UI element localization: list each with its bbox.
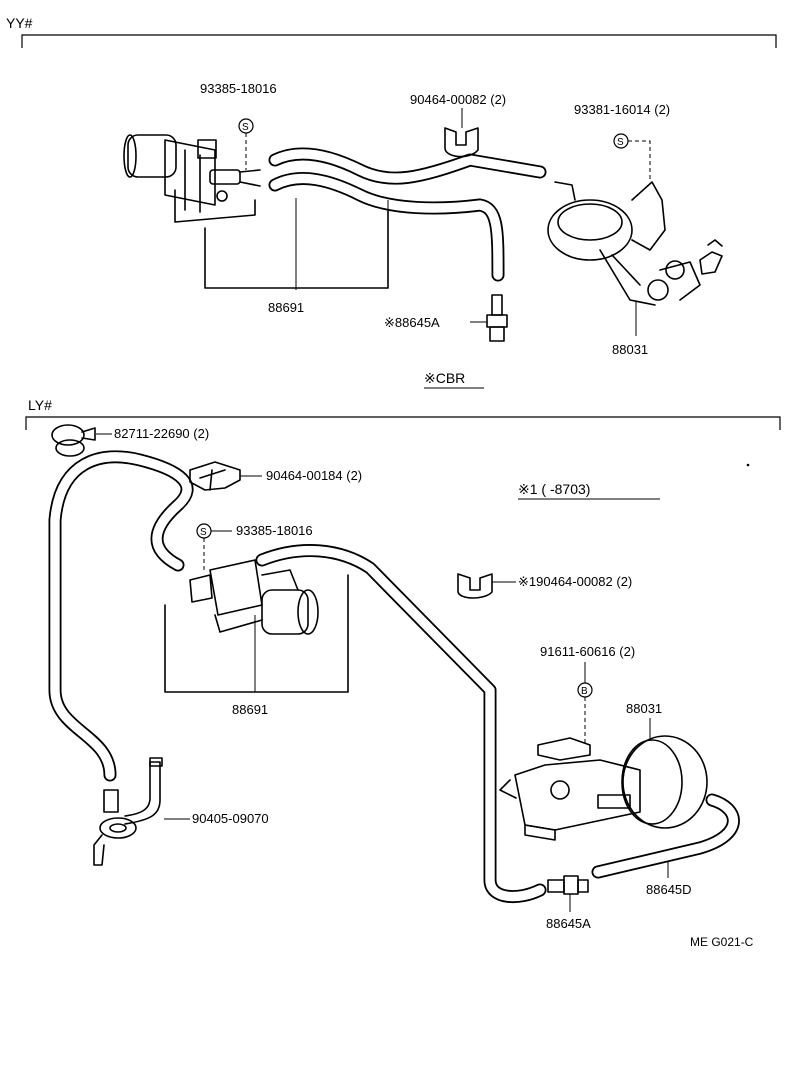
label-91611-60616: 91611-60616 (2)	[540, 644, 635, 659]
label-90405-09070: 90405-09070	[192, 811, 269, 826]
label-top-90464-00082: 90464-00082 (2)	[410, 92, 506, 107]
svg-text:S: S	[617, 137, 624, 148]
hose-clamp-90464-00184	[189, 461, 241, 491]
label-top-93385-18016: 93385-18016	[200, 81, 277, 96]
hose-clamp-190464-00082	[457, 573, 493, 599]
hose-bottom-left	[48, 450, 194, 782]
svg-text:S: S	[200, 527, 207, 538]
actuator-88031-top	[547, 181, 723, 306]
stray-dot	[746, 463, 750, 467]
vacuum-switching-valve-bottom	[164, 559, 349, 693]
note-cbr: ※CBR	[424, 370, 465, 386]
section-top-frame	[21, 34, 777, 48]
hose-top	[268, 147, 547, 282]
label-90464-00184: 90464-00184 (2)	[266, 468, 362, 483]
union-90405-09070	[93, 757, 163, 866]
label-top-88691: 88691	[268, 300, 304, 315]
label-top-88645a: ※88645A	[384, 315, 440, 330]
connector-88645a-bottom	[547, 875, 589, 895]
label-190464-00082: ※190464-00082 (2)	[518, 574, 632, 589]
note-1-8703: ※1 ( -8703)	[518, 481, 590, 497]
section-label-yy: YY#	[6, 15, 33, 31]
leader-top-bolt-actuator	[628, 140, 651, 180]
connector-88645a-top	[486, 294, 508, 342]
label-93385-18016-bottom: 93385-18016	[236, 523, 313, 538]
section-bottom-frame	[25, 416, 781, 430]
hose-88645d	[591, 793, 740, 879]
label-88031-bottom: 88031	[626, 701, 662, 716]
hose-clip-82711	[51, 424, 96, 457]
label-top-93381-16014: 93381-16014 (2)	[574, 102, 670, 117]
label-88645a-bottom: 88645A	[546, 916, 591, 931]
svg-text:B: B	[581, 686, 588, 697]
label-82711-22690: 82711-22690 (2)	[114, 426, 209, 441]
label-88645d: 88645D	[646, 882, 692, 897]
hose-bottom-right	[255, 544, 547, 904]
section-label-ly: LY#	[28, 397, 52, 413]
hose-clamp-top	[444, 127, 479, 158]
label-top-88031: 88031	[612, 342, 648, 357]
diagram-code: ME G021-C	[690, 935, 754, 949]
section-top: YY#	[6, 15, 777, 389]
svg-text:S: S	[242, 122, 249, 133]
section-bottom: LY#	[25, 397, 781, 949]
actuator-88031-bottom	[499, 735, 708, 841]
label-88691-bottom: 88691	[232, 702, 268, 717]
